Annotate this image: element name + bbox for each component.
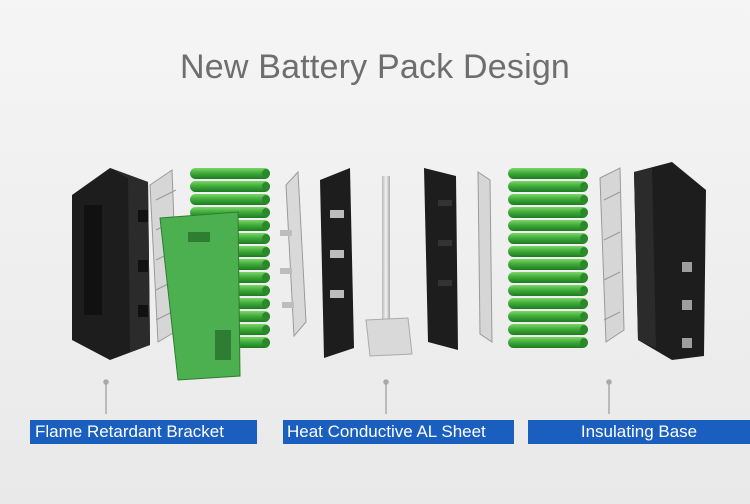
battery-cell bbox=[508, 207, 588, 218]
battery-cell-end bbox=[262, 182, 270, 191]
label-heat-conductive-al-sheet: Heat Conductive AL Sheet bbox=[283, 420, 514, 444]
battery-cell-end bbox=[580, 169, 588, 178]
battery-cell-end bbox=[262, 286, 270, 295]
battery-cell bbox=[508, 324, 588, 335]
battery-cell bbox=[508, 259, 588, 270]
battery-cell-end bbox=[262, 338, 270, 347]
bms-pcb-board bbox=[159, 211, 241, 381]
battery-cell bbox=[508, 233, 588, 244]
battery-cell-end bbox=[262, 208, 270, 217]
battery-cell-end bbox=[580, 260, 588, 269]
battery-cell-end bbox=[262, 325, 270, 334]
page-title: New Battery Pack Design bbox=[179, 48, 571, 86]
battery-cell-end bbox=[580, 299, 588, 308]
battery-cell bbox=[508, 181, 588, 192]
battery-cell bbox=[508, 272, 588, 283]
battery-cell-end bbox=[262, 169, 270, 178]
middle-nickel-strip bbox=[280, 170, 307, 338]
battery-cell-end bbox=[580, 208, 588, 217]
battery-cell-end bbox=[262, 299, 270, 308]
battery-cell bbox=[508, 337, 588, 348]
battery-cell-end bbox=[580, 338, 588, 347]
battery-cell-end bbox=[580, 247, 588, 256]
center-right-bracket bbox=[424, 168, 458, 350]
battery-cell bbox=[508, 168, 588, 179]
label-flame-retardant-bracket: Flame Retardant Bracket bbox=[30, 420, 257, 444]
battery-cell-end bbox=[262, 247, 270, 256]
right-inner-nickel-strip bbox=[477, 171, 493, 343]
battery-cell-end bbox=[580, 273, 588, 282]
right-nickel-strip bbox=[599, 167, 625, 343]
battery-cell bbox=[190, 168, 270, 179]
right-cell-stack bbox=[508, 168, 588, 348]
battery-cell-end bbox=[580, 286, 588, 295]
battery-cell-end bbox=[262, 195, 270, 204]
battery-cell-end bbox=[262, 234, 270, 243]
battery-cell bbox=[190, 194, 270, 205]
battery-cell bbox=[508, 298, 588, 309]
right-insulating-base bbox=[634, 162, 706, 360]
battery-cell-end bbox=[262, 260, 270, 269]
battery-cell bbox=[508, 311, 588, 322]
battery-cell-end bbox=[580, 221, 588, 230]
battery-cell-end bbox=[262, 312, 270, 321]
battery-cell bbox=[508, 194, 588, 205]
battery-cell bbox=[190, 181, 270, 192]
battery-cell-end bbox=[262, 273, 270, 282]
battery-cell-end bbox=[580, 195, 588, 204]
callout-pointers bbox=[103, 379, 612, 414]
battery-cell-end bbox=[580, 182, 588, 191]
label-insulating-base: Insulating Base bbox=[528, 420, 750, 444]
battery-cell bbox=[508, 285, 588, 296]
battery-cell bbox=[508, 246, 588, 257]
battery-cell-end bbox=[262, 221, 270, 230]
al-heat-sheet bbox=[365, 176, 413, 357]
center-left-bracket bbox=[320, 168, 354, 358]
battery-cell-end bbox=[580, 234, 588, 243]
battery-cell-end bbox=[580, 325, 588, 334]
left-bracket bbox=[72, 168, 150, 360]
battery-cell-end bbox=[580, 312, 588, 321]
battery-cell bbox=[508, 220, 588, 231]
